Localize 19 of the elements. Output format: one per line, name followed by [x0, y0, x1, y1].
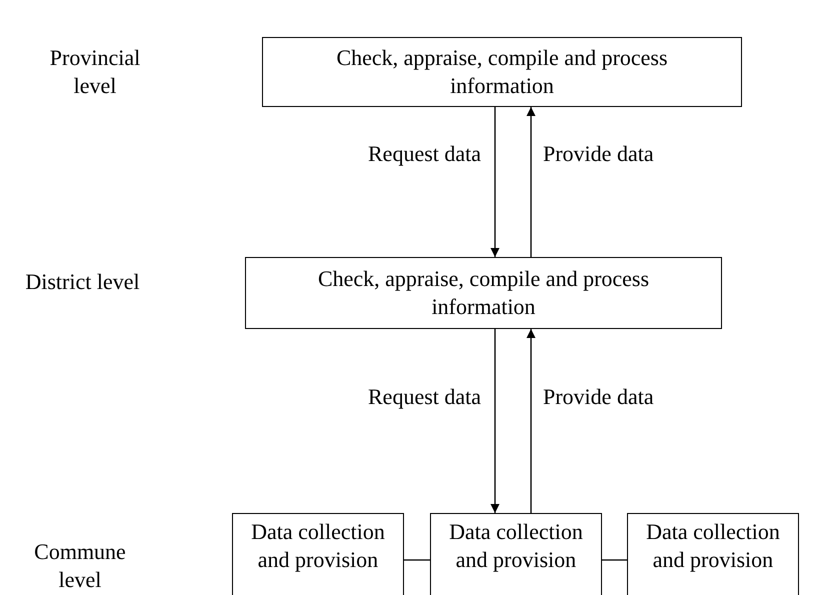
box-text: Data collection and provision [251, 518, 385, 574]
arrow [526, 107, 536, 257]
box-text: Check, appraise, compile and process information [335, 44, 669, 100]
process-box [232, 513, 404, 595]
level-label: District level [24, 268, 141, 296]
box-text: Check, appraise, compile and process information [316, 265, 650, 321]
process-box [430, 513, 602, 595]
connector-line [602, 559, 627, 561]
arrow [526, 329, 536, 513]
box-text: Data collection and provision [646, 518, 780, 574]
arrow [490, 329, 500, 513]
level-label: Commune level [33, 538, 127, 594]
level-label: Provincial level [48, 44, 142, 100]
process-box [627, 513, 799, 595]
box-text: Data collection and provision [449, 518, 583, 574]
process-box [245, 257, 722, 329]
process-box [262, 37, 742, 107]
arrow [490, 107, 500, 257]
connector-line [404, 559, 430, 561]
